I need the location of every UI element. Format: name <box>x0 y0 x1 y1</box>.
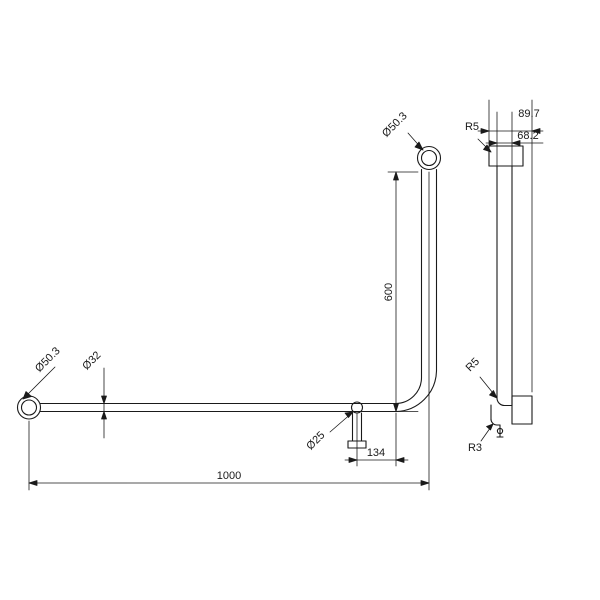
dim-label-r5-top: R5 <box>465 121 479 133</box>
dim-label-600: 600 <box>383 283 395 301</box>
dim-label-r3: R3 <box>468 442 482 454</box>
horizontal-tube <box>39 402 397 413</box>
leader-d503-top <box>407 132 424 151</box>
elbow-bend <box>395 370 438 413</box>
side-bottom-bend <box>490 397 513 438</box>
dim-label-682: 68.2 <box>517 130 538 142</box>
leader-r3 <box>480 423 494 442</box>
dim-682 <box>485 111 544 167</box>
dim-label-d32: Ø32 <box>80 349 103 372</box>
dim-label-d503-top: Ø50.3 <box>380 110 410 140</box>
dim-label-d25: Ø25 <box>304 429 327 452</box>
left-flange-icon <box>16 395 42 420</box>
side-top-wall-plate <box>488 145 524 174</box>
dim-134 <box>344 412 409 467</box>
leader-d25 <box>329 411 354 433</box>
dim-label-1000: 1000 <box>217 470 241 482</box>
dim-897 <box>477 99 544 393</box>
dim-label-134: 134 <box>367 447 385 459</box>
vertical-tube <box>420 168 438 379</box>
leader-r5-top <box>477 138 492 153</box>
side-vertical-tube <box>496 172 513 399</box>
leader-r5-mid <box>479 376 498 399</box>
leader-d503-left <box>22 366 56 400</box>
dim-label-r5-mid: R5 <box>464 356 482 374</box>
dim-1000 <box>28 171 430 491</box>
dim-600 <box>387 171 419 412</box>
top-flange-icon <box>416 145 442 171</box>
dim-label-897: 89.7 <box>518 108 539 120</box>
dim-d32 <box>101 367 107 439</box>
dim-label-d503-left: Ø50.3 <box>33 345 63 375</box>
side-bottom-wall-plate <box>511 395 533 425</box>
